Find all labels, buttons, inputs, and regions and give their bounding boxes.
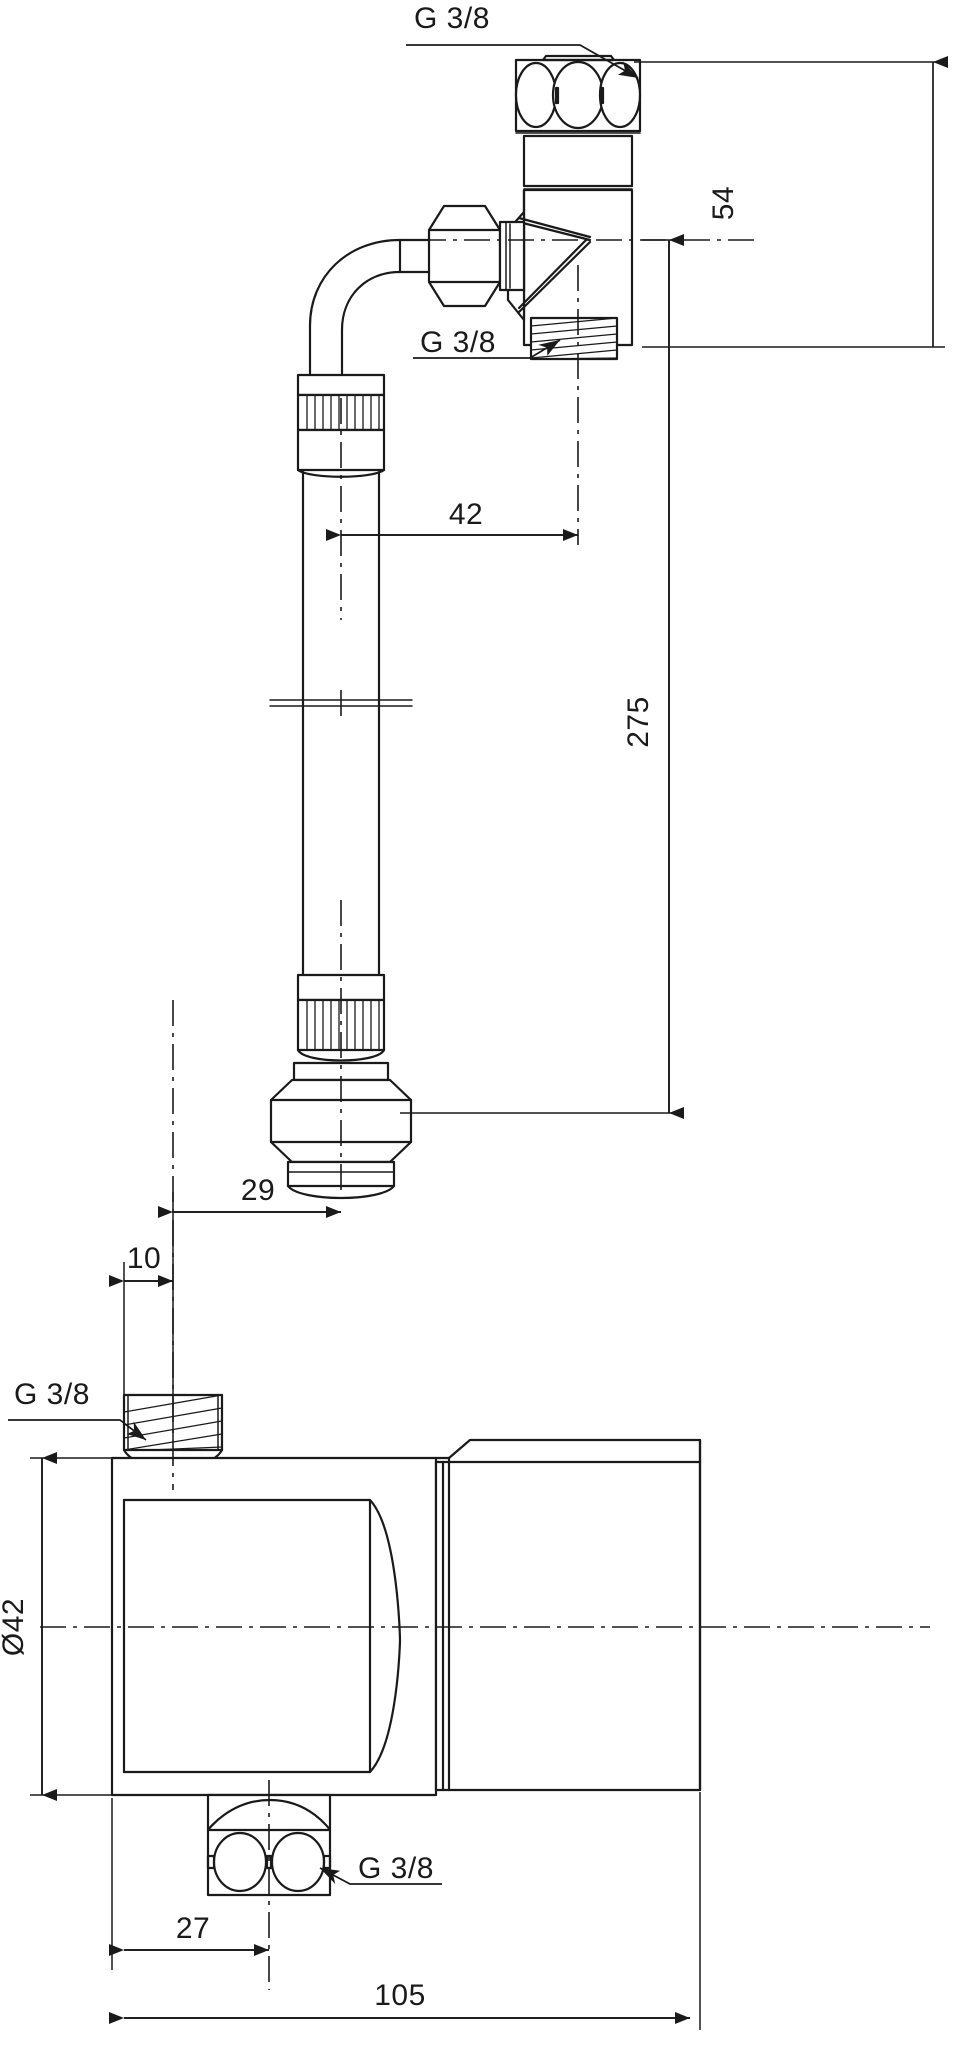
- label-thread-bottom-text: G 3/8: [358, 1852, 434, 1885]
- dim-54-text: 54: [707, 186, 740, 220]
- dimension-54: 54: [634, 56, 948, 348]
- top-valve-neck: [522, 134, 634, 190]
- elbow-pipe: [308, 238, 431, 377]
- bottom-outlet-block: [206, 1793, 332, 1897]
- dimension-29: 29: [158, 1174, 341, 1440]
- dim-27-text: 27: [176, 1912, 210, 1945]
- dim-10-text: 10: [127, 1242, 161, 1275]
- dimension-diameter-42: Ø42: [0, 1452, 118, 1801]
- main-body-cylinder: [110, 1393, 702, 1897]
- valve-lower-thread: [529, 316, 619, 361]
- dimension-10: 10: [109, 1242, 173, 1400]
- dim-42-text: 42: [449, 498, 483, 531]
- dimension-42: 42: [326, 498, 578, 541]
- label-thread-mid-text: G 3/8: [420, 326, 496, 359]
- dim-29-text: 29: [241, 1174, 275, 1207]
- top-valve-assembly: [308, 54, 642, 377]
- label-thread-bottom: G 3/8: [319, 1852, 442, 1885]
- label-thread-mid: G 3/8: [413, 326, 561, 359]
- dimension-27: 27: [109, 1798, 269, 1970]
- dim-diameter42-text: Ø42: [0, 1598, 30, 1656]
- dimension-275: 275: [400, 234, 684, 1119]
- dimension-105: 105: [109, 1792, 701, 2030]
- label-thread-left: G 3/8: [8, 1378, 147, 1441]
- dim-105-text: 105: [374, 1979, 426, 2012]
- label-thread-left-text: G 3/8: [14, 1378, 90, 1411]
- dim-275-text: 275: [622, 696, 655, 748]
- label-thread-top-text: G 3/8: [414, 2, 490, 35]
- label-thread-top: G 3/8: [406, 2, 639, 79]
- top-hex-coupling: [514, 54, 642, 134]
- top-union-nut: [427, 204, 526, 308]
